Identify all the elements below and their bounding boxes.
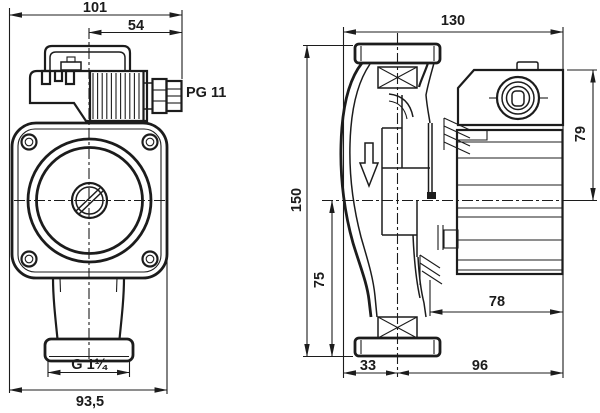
motor-face <box>10 28 169 362</box>
clamp-claws-lower <box>419 225 459 285</box>
motor-body-side <box>455 128 564 276</box>
box-top-lug <box>516 61 539 70</box>
dim-terminal-box-offset-label: 54 <box>128 18 144 34</box>
terminal-tab <box>53 69 64 83</box>
dim-axis-to-port-label: 75 <box>312 272 328 288</box>
side-view-dimensions: 130 150 75 79 78 33 96 <box>289 13 597 378</box>
dim-axis-to-rear-label: 96 <box>472 358 488 374</box>
dim-port-thread-label: G 1¼ <box>71 357 108 373</box>
speed-selector-knob <box>60 56 82 71</box>
side-view: 130 150 75 79 78 33 96 <box>289 13 597 378</box>
front-view: 101 54 PG 11 G 1¼ 93,5 <box>8 0 226 410</box>
dim-port-to-port-label: 150 <box>289 188 305 212</box>
shared-dim-arrows <box>386 370 409 376</box>
dim-housing-width-label: 93,5 <box>76 394 104 410</box>
dim-overall-width-label: 101 <box>83 0 107 16</box>
front-view-dimensions: 101 54 PG 11 G 1¼ 93,5 <box>8 0 226 410</box>
terminal-tab <box>40 69 52 86</box>
dim-front-to-axis-label: 33 <box>360 358 376 374</box>
dim-overall-depth-label: 130 <box>441 13 465 29</box>
volute-housing <box>339 62 471 318</box>
cable-gland-label: PG 11 <box>186 85 226 101</box>
dim-motor-top-to-axis-label: 79 <box>573 126 589 142</box>
cable-gland-icon <box>142 77 183 115</box>
cable-entry-icon <box>489 75 548 121</box>
reference-mark <box>427 192 436 199</box>
terminal-box-side <box>456 61 565 141</box>
terminal-tab <box>64 69 76 86</box>
terminal-box-ribs <box>88 71 145 121</box>
pump-port-front <box>43 277 135 363</box>
terminal-box-front <box>28 56 183 123</box>
flow-direction-arrow-icon <box>358 142 380 189</box>
terminal-box-handle <box>43 44 132 70</box>
union-nut <box>43 337 135 363</box>
dim-motor-depth-label: 78 <box>489 294 505 310</box>
flange-screw-hole <box>20 133 159 268</box>
